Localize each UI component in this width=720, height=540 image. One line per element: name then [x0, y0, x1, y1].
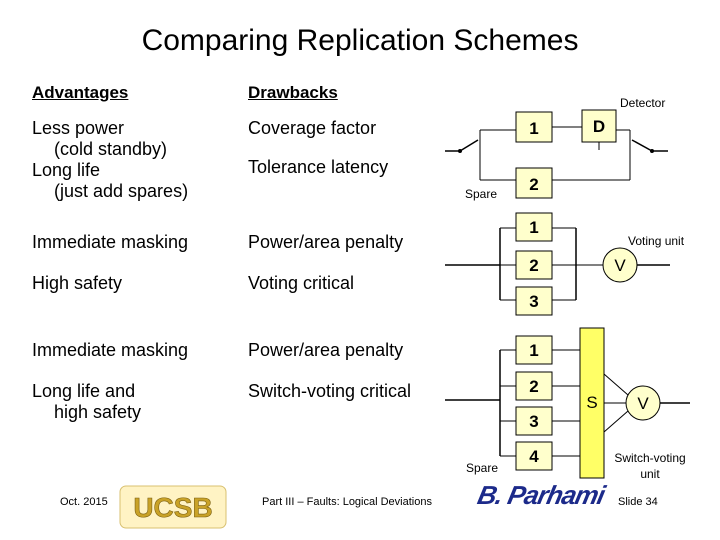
module-3-box: [515, 286, 553, 316]
wire: [603, 410, 629, 433]
switch-voting-diagram: 1 2 3 4 Spare S V Switch-voting unit: [445, 327, 690, 481]
advantages-header: Advantages: [32, 83, 129, 102]
wire: [603, 373, 629, 396]
advantages-cell-4: Immediate masking: [32, 340, 189, 360]
adv-line: (cold standby): [54, 139, 168, 159]
adv-line: Long life and: [32, 381, 136, 401]
adv-line: (just add spares): [54, 181, 189, 201]
footer-slide-number: Slide 34: [618, 496, 658, 508]
switch-label: S: [586, 393, 597, 412]
voter-label: V: [637, 394, 649, 413]
footer-center: Part III – Faults: Logical Deviations: [262, 496, 432, 508]
drawbacks-cell-5: Switch-voting critical: [248, 381, 412, 401]
standby-diagram: 1 2 Spare D Detector: [445, 96, 668, 201]
draw-line: Coverage factor: [248, 118, 377, 138]
module-2-box: [515, 167, 553, 199]
module-1-box: [515, 335, 553, 365]
module-3-label: 3: [529, 412, 538, 431]
switch-pivot: [458, 149, 462, 153]
switch-voting-label-1: Switch-voting: [614, 451, 685, 465]
adv-line: Long life: [32, 160, 101, 180]
adv-line: high safety: [54, 402, 142, 422]
advantages-cell-1: Less power (cold standby) Long life (jus…: [32, 118, 188, 202]
module-3-label: 3: [529, 292, 538, 311]
switch-box: [579, 327, 605, 479]
module-2-label: 2: [529, 377, 538, 396]
module-1-box: [515, 212, 553, 242]
ucsb-logo: UCSB: [119, 485, 227, 529]
detector-label: Detector: [620, 96, 665, 110]
module-3-box: [515, 406, 553, 436]
tmr-diagram: 1 2 3 V Voting unit: [445, 212, 685, 316]
module-2-box: [515, 371, 553, 401]
footer-date: Oct. 2015: [60, 496, 108, 508]
detector-box-label: D: [593, 117, 605, 136]
spare-label: Spare: [465, 187, 497, 201]
module-1-label: 1: [529, 119, 538, 138]
drawbacks-cell-3: Voting critical: [248, 273, 355, 293]
logo-backdrop: [119, 485, 227, 529]
module-2-label: 2: [529, 256, 538, 275]
drawbacks-header: Drawbacks: [248, 83, 338, 102]
slide-title: Comparing Replication Schemes: [141, 24, 579, 57]
input-switch: [459, 139, 479, 152]
drawbacks-cell-4: Power/area penalty: [248, 340, 404, 360]
voting-unit-label: Voting unit: [628, 234, 685, 248]
detector-box: [581, 109, 617, 143]
spare-label: Spare: [466, 461, 498, 475]
module-4-box: [515, 441, 553, 471]
author-signature: B. Parhami: [474, 480, 608, 510]
switch-voting-label-2: unit: [640, 467, 660, 481]
voter-label: V: [614, 256, 626, 275]
advantages-cell-3: High safety: [32, 273, 123, 293]
logo-text: UCSB: [133, 492, 212, 523]
adv-line: Less power: [32, 118, 125, 138]
module-1-label: 1: [529, 218, 538, 237]
module-1-label: 1: [529, 341, 538, 360]
module-2-label: 2: [529, 175, 538, 194]
drawbacks-cell-1: Coverage factor Tolerance latency: [248, 118, 388, 178]
advantages-cell-2: Immediate masking: [32, 232, 189, 252]
module-4-label: 4: [529, 447, 539, 466]
drawbacks-cell-2: Power/area penalty: [248, 232, 404, 252]
output-switch: [631, 139, 653, 152]
draw-line: Tolerance latency: [248, 157, 389, 177]
advantages-cell-5: Long life and high safety: [32, 381, 141, 423]
